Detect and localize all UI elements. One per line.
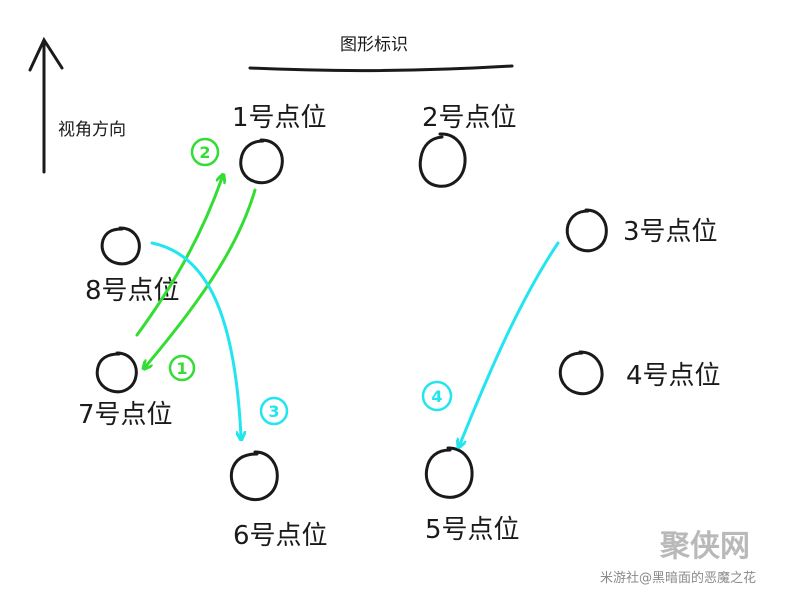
svg-text:3: 3 [268, 402, 279, 421]
point-1-circle [239, 138, 284, 185]
point-7-label: 7号点位 [78, 400, 173, 430]
view-direction-label: 视角方向 [58, 120, 126, 140]
point-8-circle [100, 226, 141, 266]
point-6-label: 6号点位 [233, 521, 328, 551]
watermark-source: 米游社@黑暗面的恶魔之花 [600, 570, 756, 586]
step-3-path [150, 241, 241, 436]
point-1-label: 1号点位 [232, 103, 327, 133]
point-3-circle [565, 208, 608, 253]
svg-text:1: 1 [176, 359, 187, 378]
point-4-circle [558, 350, 604, 396]
point-2-label: 2号点位 [422, 103, 517, 133]
point-5-label: 5号点位 [425, 515, 520, 545]
point-7-circle [95, 351, 138, 394]
step-4-marker: 4 [421, 380, 453, 412]
legend-underline [248, 64, 514, 73]
step-4-path [460, 241, 560, 444]
point-4-label: 4号点位 [626, 361, 721, 391]
legend-title: 图形标识 [340, 35, 408, 55]
step-1-marker: 1 [168, 354, 196, 382]
step-2-marker: 2 [190, 137, 220, 167]
point-5-circle [424, 446, 474, 499]
point-6-circle [229, 450, 279, 502]
svg-text:2: 2 [199, 143, 210, 162]
point-3-label: 3号点位 [623, 217, 718, 247]
point-8-label: 8号点位 [85, 276, 180, 306]
step-2-path [135, 178, 222, 337]
svg-text:4: 4 [431, 387, 442, 406]
step-3-marker: 3 [259, 396, 289, 426]
watermark-logo: 聚侠网 [659, 529, 750, 564]
view-direction-arrow [28, 36, 64, 174]
step-1-path [146, 188, 257, 366]
point-2-circle [418, 132, 467, 188]
